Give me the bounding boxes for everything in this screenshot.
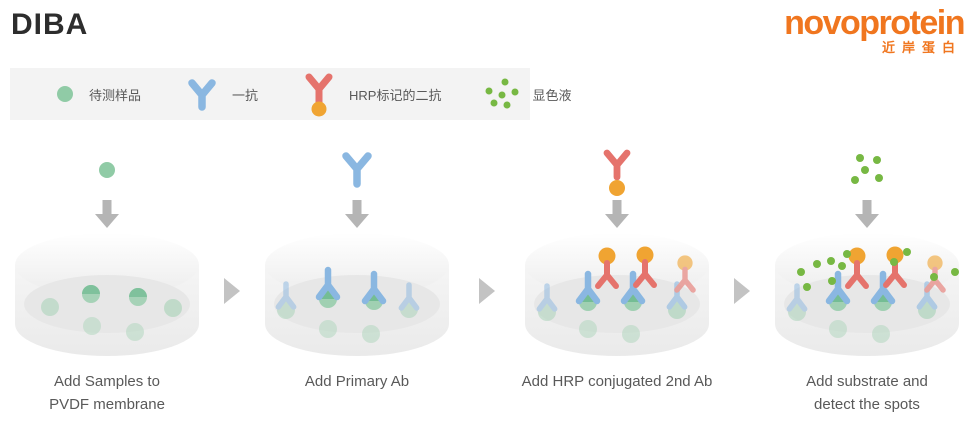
step-caption: Add Samples to PVDF membrane <box>49 371 165 416</box>
chevron-right-icon <box>224 278 240 304</box>
legend-label: 待测样品 <box>89 87 142 103</box>
legend-label: 一抗 <box>232 87 259 103</box>
caption-line: Add HRP conjugated 2nd Ab <box>521 373 713 390</box>
legend-item-substrate: 显色液 <box>485 78 572 110</box>
down-arrow-icon <box>605 200 629 228</box>
hrp-secondary-antibody-icon <box>305 73 333 117</box>
step-separator <box>462 140 512 424</box>
substrate-dots-icon <box>485 78 519 109</box>
petri-dish-step2 <box>265 233 449 356</box>
step-separator <box>212 140 252 424</box>
falling-hrp-antibody-icon <box>603 149 631 196</box>
caption-line: detect the spots <box>814 395 920 413</box>
sample-dot-icon <box>57 86 73 102</box>
legend-item-sample: 待测样品 <box>54 83 141 105</box>
process-steps-row: Add Samples to PVDF membrane <box>2 140 972 424</box>
page-title: DIBA <box>11 8 89 41</box>
falling-substrate-icon <box>851 154 883 184</box>
caption-line: Add substrate and <box>806 373 928 390</box>
novoprotein-logo: novoprotein 近岸蛋白 <box>784 4 965 55</box>
chevron-right-icon <box>479 278 495 304</box>
petri-dish-step1 <box>15 233 199 356</box>
chevron-right-icon <box>734 278 750 304</box>
legend-label: HRP标记的二抗 <box>349 87 442 103</box>
falling-primary-antibody-icon <box>342 152 372 188</box>
logo-chinese-name: 近岸蛋白 <box>881 40 962 55</box>
petri-dish-step3 <box>525 233 709 356</box>
legend-item-primary-ab: 一抗 <box>185 76 258 112</box>
down-arrow-icon <box>95 200 119 228</box>
step-add-primary-ab: Add Primary Ab <box>252 140 462 424</box>
legend-bar: 待测样品 一抗 HRP标记的二抗 显色液 <box>10 68 572 120</box>
logo-wordmark: novoprotein <box>784 4 965 42</box>
step-caption: Add HRP conjugated 2nd Ab <box>522 371 713 394</box>
step-separator <box>722 140 762 424</box>
petri-dish-step4 <box>775 233 959 356</box>
caption-line: Add Primary Ab <box>304 373 410 390</box>
legend-item-hrp-ab: HRP标记的二抗 <box>302 70 441 118</box>
step-add-secondary-ab: Add HRP conjugated 2nd Ab <box>512 140 722 424</box>
caption-line: PVDF membrane <box>49 395 165 413</box>
step-caption: Add Primary Ab <box>305 371 409 394</box>
header: DIBA novoprotein 近岸蛋白 <box>0 0 974 62</box>
falling-sample-icon <box>99 162 115 178</box>
down-arrow-icon <box>855 200 879 228</box>
primary-antibody-icon <box>188 79 216 111</box>
legend-label: 显色液 <box>532 87 572 103</box>
caption-line: Add Samples to <box>54 373 160 390</box>
substrate-spots <box>797 248 959 291</box>
step-add-substrate: Add substrate and detect the spots <box>762 140 972 424</box>
step-caption: Add substrate and detect the spots <box>806 371 928 416</box>
down-arrow-icon <box>345 200 369 228</box>
step-add-samples: Add Samples to PVDF membrane <box>2 140 212 424</box>
